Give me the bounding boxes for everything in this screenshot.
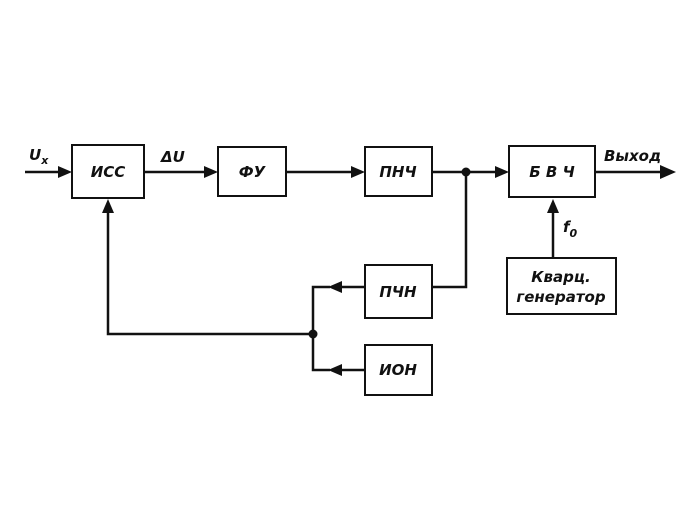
junction-dot-top bbox=[461, 167, 471, 177]
block-iss: ИСС bbox=[71, 144, 145, 199]
wire-feedback-down bbox=[432, 172, 468, 289]
arrow-output bbox=[660, 165, 676, 179]
arrow-input bbox=[58, 166, 72, 178]
arrow-pchn bbox=[328, 281, 342, 293]
block-pnch-label: ПНЧ bbox=[379, 163, 416, 181]
block-quartz-generator: Кварц. генератор bbox=[506, 257, 617, 315]
block-quartz-label-line1: Кварц. bbox=[531, 268, 590, 286]
signal-input-sub: x bbox=[40, 154, 49, 167]
block-fu-label: ФУ bbox=[239, 163, 267, 181]
block-ion-label: ИОН bbox=[379, 361, 417, 379]
signal-f0-main: f bbox=[563, 218, 572, 236]
signal-output: Выход bbox=[604, 147, 661, 165]
wire-feedback-iss bbox=[106, 212, 313, 336]
block-quartz-label-line2: генератор bbox=[516, 288, 605, 306]
block-pnch: ПНЧ bbox=[364, 146, 433, 197]
wire-pchn-to-junction bbox=[311, 285, 330, 334]
arrow-feedback-iss bbox=[102, 199, 114, 213]
block-iss-label: ИСС bbox=[91, 163, 126, 181]
junction-dot-bottom bbox=[308, 329, 318, 339]
arrow-pnch-bvch bbox=[495, 166, 509, 178]
block-pchn: ПЧН bbox=[364, 264, 433, 319]
arrow-quartz-bvch bbox=[547, 199, 559, 213]
block-pchn-label: ПЧН bbox=[379, 283, 417, 301]
block-bvch-label: Б В Ч bbox=[529, 163, 574, 181]
arrow-ion bbox=[328, 364, 342, 376]
signal-delta-u: ΔU bbox=[160, 148, 185, 166]
block-fu: ФУ bbox=[217, 146, 287, 197]
arrow-iss-fu bbox=[204, 166, 218, 178]
wire-ion-to-junction bbox=[311, 334, 330, 372]
arrow-fu-pnch bbox=[351, 166, 365, 178]
signal-f0-label: f0 bbox=[563, 218, 578, 240]
signal-input-main: U bbox=[29, 146, 41, 164]
connections bbox=[25, 165, 676, 376]
signal-f0-sub: 0 bbox=[570, 227, 578, 240]
signal-input-label: Ux bbox=[29, 146, 49, 167]
block-bvch: Б В Ч bbox=[508, 145, 596, 198]
block-ion: ИОН bbox=[364, 344, 433, 396]
